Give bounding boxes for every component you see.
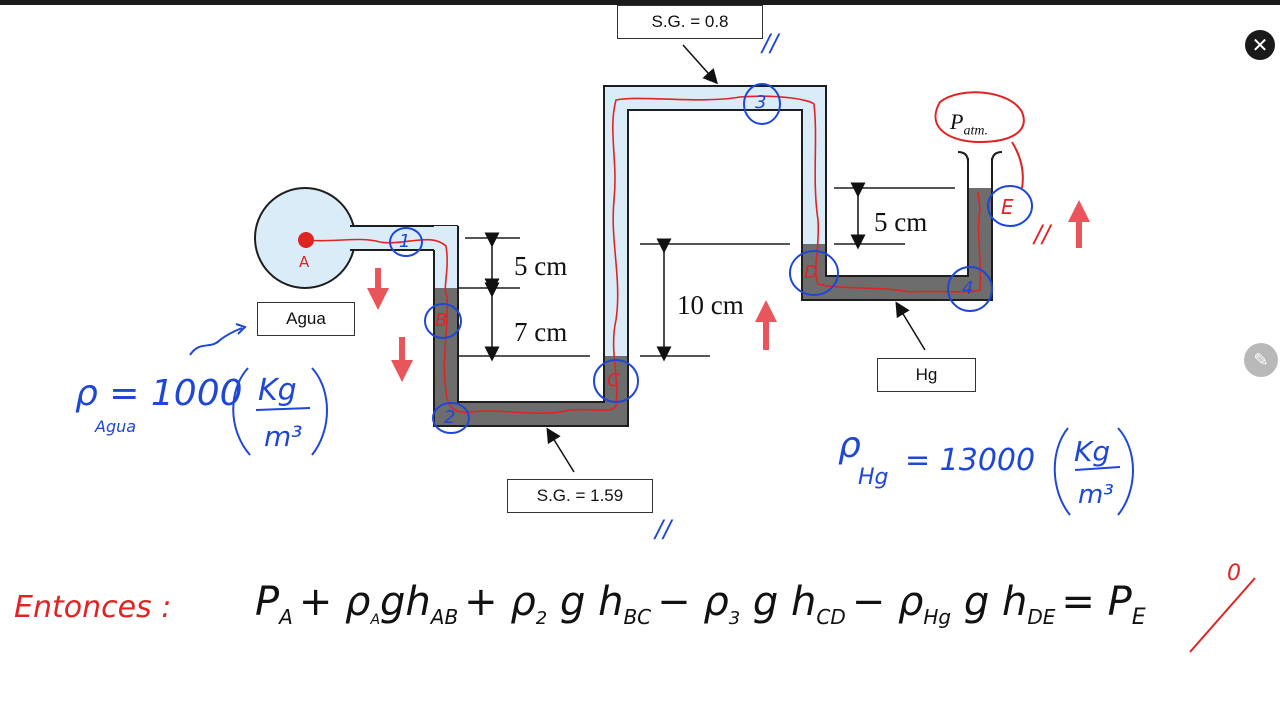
rho-agua-unit-denominator: m³: [264, 420, 303, 453]
tick-mark-right: //: [1034, 220, 1051, 248]
arrow-up-icon: [755, 300, 777, 322]
eq-term4: − ρHg g hDE: [851, 579, 1056, 629]
point-d-label: D: [804, 262, 818, 283]
rho-agua-unit-numerator: Kg: [258, 373, 297, 408]
point-c-label: C: [607, 370, 620, 391]
dimension-arrows: [484, 182, 866, 362]
rho-agua-text: ρ = 1000: [75, 373, 243, 414]
tick-mark-top: //: [762, 29, 779, 57]
equation-lead: Entonces :: [14, 590, 172, 625]
close-button[interactable]: ✕: [1245, 30, 1275, 60]
rho-hg-value: = 13000: [905, 443, 1036, 478]
eq-term3: − ρ3 g hCD: [657, 579, 846, 629]
rho-hg-unit-numerator: Kg: [1074, 435, 1111, 468]
point-b-label: B: [435, 310, 448, 331]
point-3-label: 3: [755, 92, 767, 113]
point-a-label: A: [299, 253, 310, 271]
pipe-sg08-riser: [604, 86, 628, 356]
pencil-icon: ✎: [1253, 349, 1269, 370]
close-icon: ✕: [1251, 34, 1269, 57]
handwriting-strokes: [232, 367, 1134, 516]
patm-zero: 0: [1227, 561, 1241, 586]
point-2-label: 2: [444, 407, 456, 428]
arrow-down-icon: [367, 288, 389, 310]
edit-button[interactable]: ✎: [1244, 343, 1278, 377]
dimension-5cm-right: 5 cm: [874, 207, 928, 237]
patm-symbol: P: [950, 109, 964, 134]
patm-subscript: atm.: [963, 123, 988, 139]
patm-bubble: [934, 91, 1025, 144]
eq-term2: + ρ2 g hBC: [464, 579, 652, 629]
tick-mark-bottom: //: [655, 515, 672, 543]
pipe-open-top: [968, 152, 992, 188]
dimension-5cm-upper-left: 5 cm: [514, 251, 568, 281]
eq-rhs: = PE: [1061, 579, 1146, 630]
rho-hg-unit-denominator: m³: [1078, 480, 1114, 510]
rho-hg-subscript: Hg: [858, 465, 889, 490]
trace-path: [305, 95, 982, 414]
sg-bottom-label: S.G. = 1.59: [507, 479, 653, 513]
agua-label: Agua: [257, 302, 355, 336]
patm-text: Patm.: [950, 109, 988, 139]
point-1-label: 1: [399, 231, 411, 252]
bernoulli-equation: PA + ρAghAB + ρ2 g hBC − ρ3 g hCD − ρHg …: [255, 579, 1146, 630]
dimension-10cm: 10 cm: [677, 290, 744, 320]
manometer-diagram: [189, 44, 1256, 653]
sg-top-label: S.G. = 0.8: [617, 5, 763, 39]
pipe-hg-bottom: [802, 276, 992, 300]
point-4-label: 4: [962, 278, 974, 299]
top-bar: [0, 0, 1280, 5]
flow-arrows: [367, 200, 1090, 382]
rho-agua-subscript: Agua: [95, 417, 137, 436]
whiteboard: S.G. = 0.8 S.G. = 1.59 Agua Hg A 5 cm 7 …: [0, 5, 1280, 720]
arrow-up-icon: [1068, 200, 1090, 222]
eq-term1: + ρAghAB: [298, 579, 459, 629]
rho-hg-symbol: ρ: [838, 425, 861, 466]
arrow-down-icon: [391, 360, 413, 382]
eq-pa: PA: [255, 579, 293, 629]
pipe-sg159-bottom: [434, 402, 628, 426]
dimension-7cm: 7 cm: [514, 317, 568, 347]
point-e-label: E: [1001, 195, 1014, 219]
hg-label: Hg: [877, 358, 976, 392]
point-circles: [389, 83, 1033, 434]
strike-line: [1189, 577, 1256, 653]
